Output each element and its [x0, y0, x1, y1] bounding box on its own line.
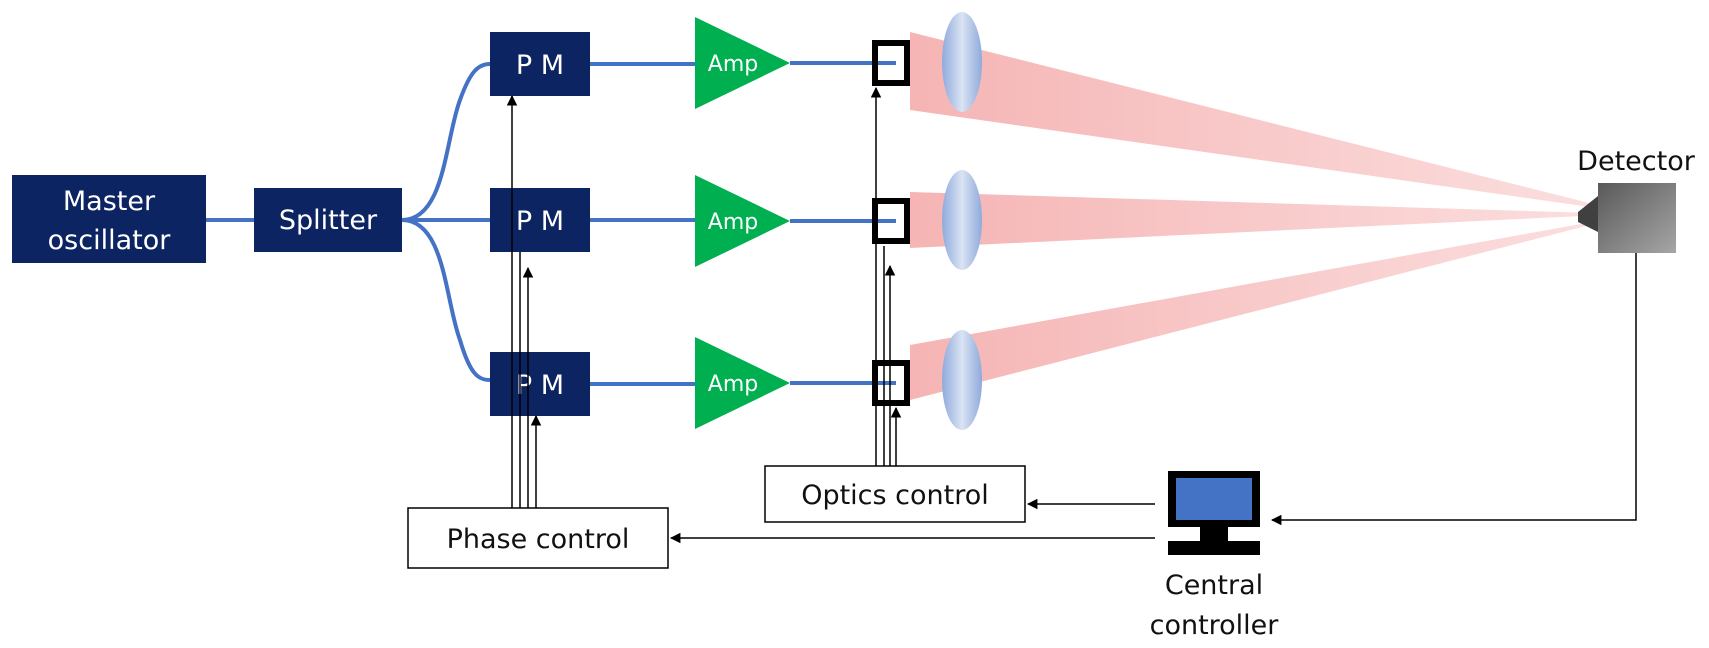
emitter-frame-bottom	[872, 360, 910, 406]
amp-label-middle: Amp	[708, 210, 758, 235]
phase-control-box: Phase control	[407, 507, 669, 569]
central-controller-label-line2: controller	[1150, 610, 1280, 641]
optics-control-wires	[870, 86, 902, 466]
emitter-frame-middle	[872, 198, 910, 244]
detector-icon: Detector	[1577, 146, 1696, 253]
lens-top	[942, 12, 982, 112]
splitter-label: Splitter	[279, 205, 378, 236]
amp-label-bottom: Amp	[708, 372, 758, 397]
phase-control-label: Phase control	[447, 524, 630, 555]
lenses	[942, 12, 982, 430]
beam-bottom	[910, 216, 1625, 400]
pm-label-middle: P M	[516, 206, 564, 237]
optics-control-label: Optics control	[801, 480, 989, 511]
amplifier-bottom: Amp	[695, 337, 790, 429]
detector-label: Detector	[1577, 146, 1696, 177]
pm-label-top: P M	[516, 50, 564, 81]
pm-amp-fibers	[590, 62, 695, 386]
amp-label-top: Amp	[708, 52, 758, 77]
phase-control-wires	[506, 94, 542, 508]
controller-wires	[669, 253, 1637, 544]
splitter-fibers	[401, 62, 491, 382]
amplifier-top: Amp	[695, 17, 790, 109]
master-oscillator-label-line1: Master	[63, 186, 156, 217]
splitter-box: Splitter	[254, 188, 402, 252]
pm-label-bottom: P M	[516, 370, 564, 401]
amp-emitter-fibers	[790, 61, 896, 385]
central-controller-icon: Central controller	[1150, 471, 1280, 641]
master-oscillator-box: Master oscillator	[12, 175, 206, 263]
beams	[910, 32, 1625, 400]
lens-bottom	[942, 330, 982, 430]
amplifier-middle: Amp	[695, 175, 790, 267]
master-oscillator-label-line2: oscillator	[48, 225, 172, 256]
beam-top	[910, 32, 1625, 212]
emitter-frames	[872, 40, 910, 406]
phase-modulator-bottom: P M	[490, 352, 590, 416]
optics-control-box: Optics control	[764, 465, 1026, 523]
emitter-frame-top	[872, 40, 910, 86]
beam-middle	[910, 192, 1625, 248]
phase-modulator-middle: P M	[490, 188, 590, 252]
phase-modulator-top: P M	[490, 32, 590, 96]
central-controller-label-line1: Central	[1165, 570, 1263, 601]
lens-middle	[942, 170, 982, 270]
